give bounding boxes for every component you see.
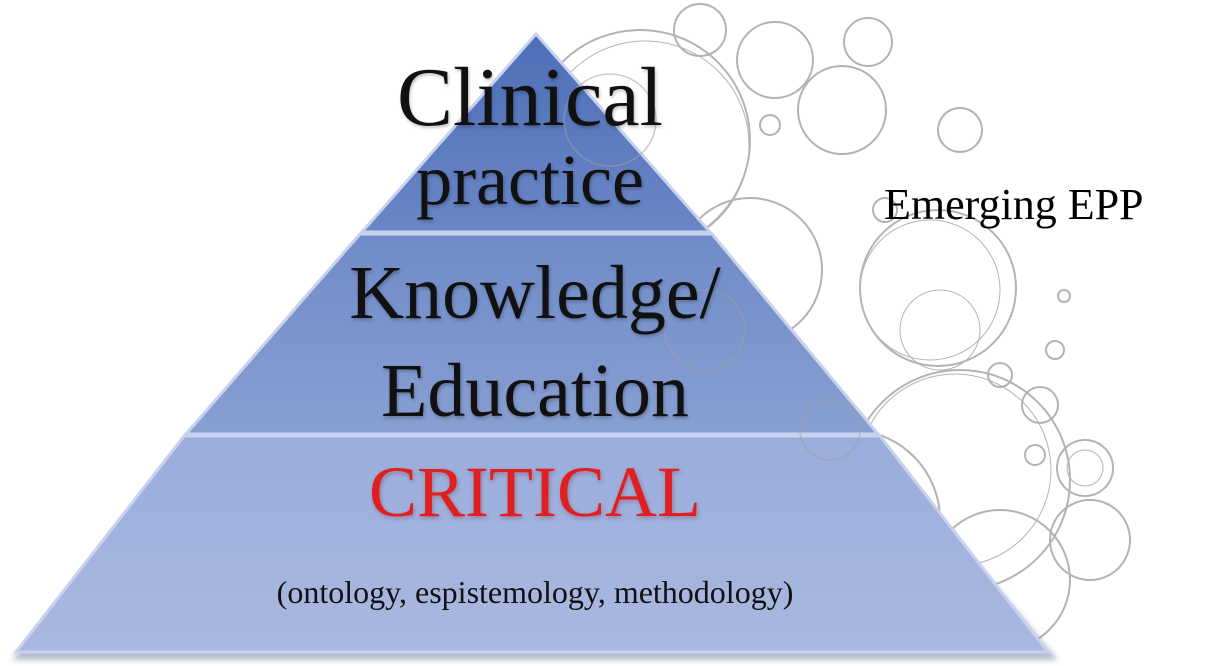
tier-top-label-line1: Clinical — [397, 51, 663, 144]
tier-middle-label-line2: Education — [380, 349, 690, 433]
tier-top — [358, 31, 714, 234]
tier-bottom-title: CRITICAL — [369, 452, 701, 532]
sketch-circles-edge — [563, 73, 861, 461]
tier-bottom-subtitle: (ontology, espistemology, methodology) — [276, 574, 794, 610]
side-label: Emerging EPP — [884, 180, 1144, 229]
pyramid — [12, 31, 1052, 654]
tier-middle-label-line1: Knowledge/ — [349, 251, 721, 335]
tier-middle — [182, 232, 882, 436]
tier-top-label-line2: practice — [416, 140, 644, 220]
tier-bottom — [12, 434, 1052, 654]
